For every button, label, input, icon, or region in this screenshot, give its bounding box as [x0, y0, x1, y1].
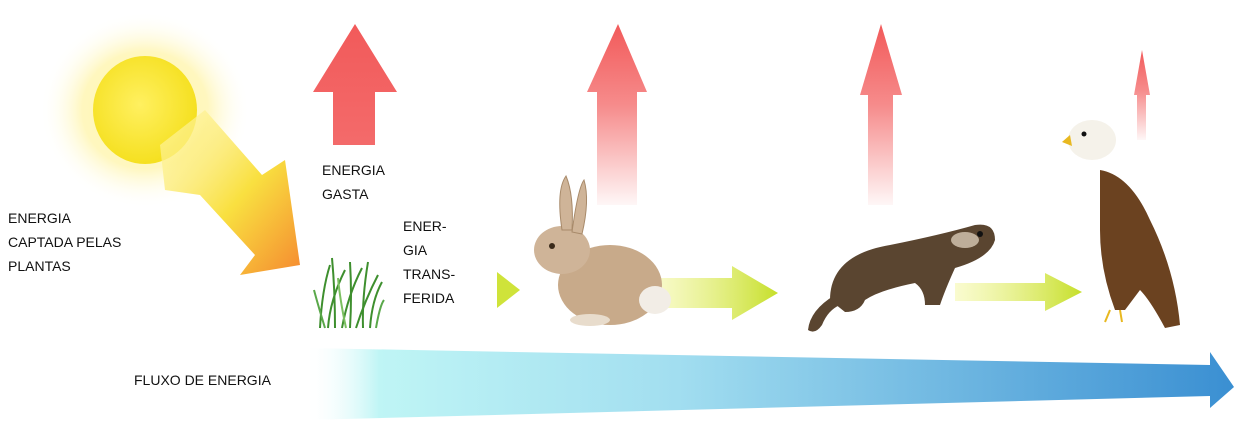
eagle-icon — [1062, 120, 1180, 328]
spent-energy-arrow — [860, 24, 902, 205]
grass-icon — [314, 258, 384, 328]
spent-energy-arrow — [313, 24, 397, 145]
spent-energy-arrow — [1134, 50, 1150, 140]
spent-energy-arrow — [587, 24, 647, 205]
spent-energy-label: ENERGIA GASTA — [322, 158, 385, 206]
energy-flow-arrow — [305, 348, 1234, 420]
transferred-energy-arrow — [650, 266, 778, 320]
ferret-icon — [808, 225, 995, 332]
captured-energy-label: ENERGIA CAPTADA PELAS PLANTAS — [8, 206, 121, 278]
energy-flow-label: FLUXO DE ENERGIA — [134, 368, 271, 392]
transferred-energy-arrow — [955, 273, 1082, 311]
transferred-energy-arrow — [497, 272, 520, 308]
transferred-energy-label: ENER- GIA TRANS- FERIDA — [403, 214, 455, 310]
